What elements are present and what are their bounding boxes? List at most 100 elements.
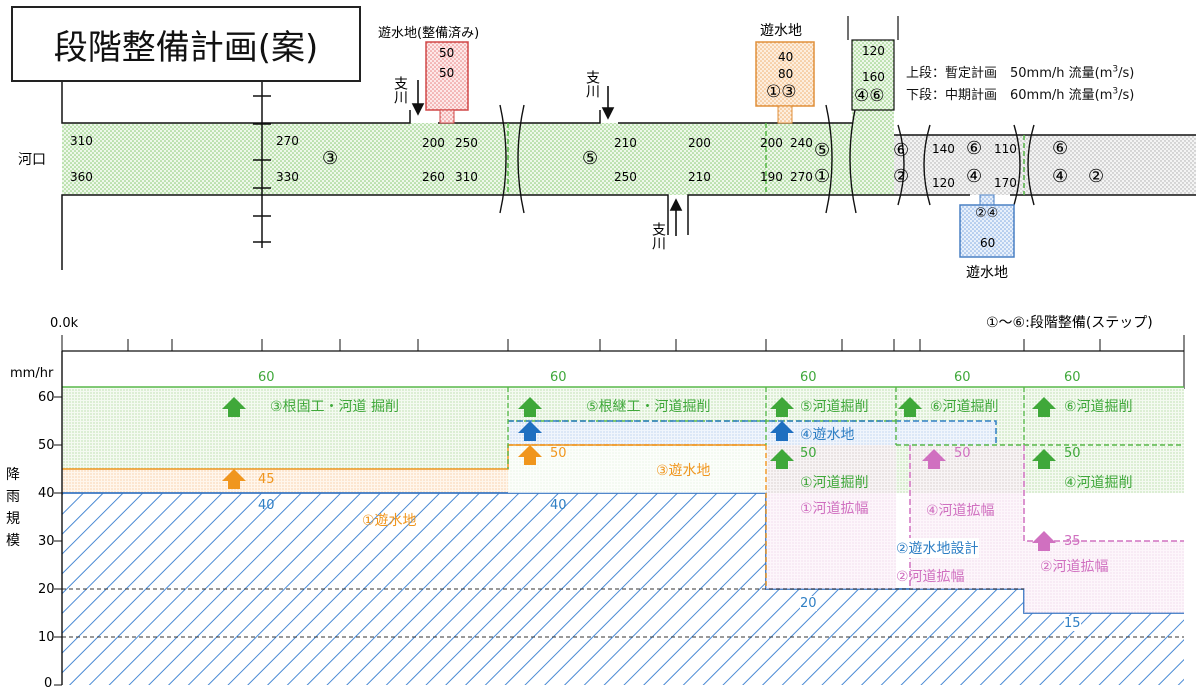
label-s5-root: ⑤根継工・河道掘削: [586, 399, 711, 415]
river-step-5: ⑥: [893, 140, 910, 161]
river-step-6: ②: [893, 166, 910, 187]
bank-lower-2: [687, 194, 970, 235]
legend-lower: 下段：中期計画 60mm/h 流量(m3/s): [906, 86, 1135, 103]
basin-bottom-steps: ②④: [975, 206, 999, 221]
label-v20: 20: [800, 596, 817, 611]
flow-lower-1: 360: [70, 170, 93, 184]
flow-lower-8: 270: [790, 170, 813, 184]
top-60-d: 60: [954, 370, 971, 385]
tributary-label-2: 支川: [584, 70, 600, 98]
label-s2-river-wide-b: ②河道拡幅: [1040, 559, 1109, 575]
basin-top-right: [851, 39, 895, 111]
basin-bottom-value: 60: [980, 236, 996, 250]
river-step-9: ⑥: [1052, 138, 1069, 159]
flow-upper-1: 310: [70, 134, 93, 148]
flow-upper-2: 270: [276, 134, 299, 148]
flow-lower-7: 190: [760, 170, 783, 184]
label-s1-river-dig: ①河道掘削: [800, 475, 869, 491]
y-tick-20: 20: [38, 582, 55, 597]
top-60-c: 60: [800, 370, 817, 385]
flow-lower-5: 250: [614, 170, 637, 184]
flow-upper-10: 110: [994, 142, 1017, 156]
river-plan: [61, 16, 1196, 270]
label-s6-river-b: ⑥河道掘削: [1064, 399, 1133, 415]
arrows: [222, 397, 1056, 551]
basin-bottom: [959, 204, 1015, 258]
label-v50c: 50: [954, 446, 971, 461]
label-v35: 35: [1064, 534, 1081, 549]
basin-top-mid-steps: ①③: [766, 82, 797, 102]
y-unit: mm/hr: [10, 366, 54, 381]
label-s4-basin: ④遊水地: [800, 427, 855, 443]
river-step-11: ②: [1088, 166, 1105, 187]
label-s5-river: ⑤河道掘削: [800, 399, 869, 415]
label-v50a: 50: [550, 446, 567, 461]
label-v45: 45: [258, 472, 275, 487]
flow-lower-4: 310: [455, 170, 478, 184]
y-tick-40: 40: [38, 486, 55, 501]
basin-top-right-steps: ④⑥: [854, 86, 885, 106]
flow-lower-9: 120: [932, 176, 955, 190]
river-step-2: ⑤: [582, 148, 599, 169]
label-s3-root: ③根固工・河道 掘削: [270, 399, 400, 415]
river-step-3: ⑤: [814, 140, 831, 161]
flow-upper-7: 200: [760, 136, 783, 150]
basin-top-left-v1: 50: [439, 46, 455, 60]
river-step-10: ④: [1052, 166, 1069, 187]
label-s6-river-a: ⑥河道掘削: [930, 399, 999, 415]
river-step-4: ①: [814, 166, 831, 187]
channel-fill-left: [62, 123, 852, 195]
flow-lower-3: 260: [422, 170, 445, 184]
tributary-label-1: 支川: [392, 76, 408, 104]
basin-top-mid-v1: 40: [778, 50, 794, 64]
basin-top-mid-v2: 80: [778, 67, 794, 81]
channel-fill-right: [894, 135, 1196, 195]
flow-upper-3: 200: [422, 136, 445, 150]
flow-upper-6: 200: [688, 136, 711, 150]
bank-upper: [61, 80, 411, 124]
label-s1-river-wide: ①河道拡幅: [800, 501, 869, 517]
basin-top-left-v2: 50: [439, 66, 455, 80]
y-tick-50: 50: [38, 438, 55, 453]
flow-upper-8: 240: [790, 136, 813, 150]
flow-upper-9: 140: [932, 142, 955, 156]
basin-top-right-v2: 160: [862, 70, 885, 84]
label-v15: 15: [1064, 616, 1081, 631]
legend-upper: 上段：暫定計画 50mm/h 流量(m3/s): [906, 64, 1135, 81]
label-v40a: 40: [258, 498, 275, 513]
flow-lower-2: 330: [276, 170, 299, 184]
bank-lower: [61, 194, 669, 270]
river-step-1: ③: [322, 148, 339, 169]
label-s2-basin-design: ②遊水地設計: [896, 538, 979, 558]
basin-bottom-label: 遊水地: [966, 265, 1008, 281]
label-v50b: 50: [800, 446, 817, 461]
distance-label: 0.0k: [50, 316, 79, 331]
label-s4-river-wide: ④河道拡幅: [926, 503, 995, 519]
step-legend: ①～⑥:段階整備(ステップ): [986, 315, 1153, 331]
mouth-label: 河口: [18, 152, 46, 168]
top-60-a: 60: [258, 370, 275, 385]
y-tick-0: 0: [44, 676, 53, 691]
basin-top-mid-label: 遊水地: [760, 23, 802, 39]
y-tick-60: 60: [38, 390, 55, 405]
section-brackets: [499, 104, 1035, 214]
label-s1-basin: ①遊水地: [362, 513, 417, 529]
flow-lower-6: 210: [688, 170, 711, 184]
basin-top-left-label: 遊水地(整備済み): [378, 26, 480, 41]
rain-chart: [54, 335, 1185, 686]
label-v50d: 50: [1064, 446, 1081, 461]
label-s3-basin: ③遊水地: [656, 463, 711, 479]
flow-upper-5: 210: [614, 136, 637, 150]
y-tick-30: 30: [38, 534, 55, 549]
page-title: 段階整備計画(案): [11, 6, 361, 82]
y-label: 降雨規模: [6, 467, 20, 549]
cross-ticks: [253, 95, 271, 243]
tributary-arrows: [411, 80, 683, 236]
flow-lower-10: 170: [994, 176, 1017, 190]
river-step-7: ⑥: [966, 138, 983, 159]
top-60-e: 60: [1064, 370, 1081, 385]
river-step-8: ④: [966, 166, 983, 187]
flow-upper-4: 250: [455, 136, 478, 150]
top-60-b: 60: [550, 370, 567, 385]
